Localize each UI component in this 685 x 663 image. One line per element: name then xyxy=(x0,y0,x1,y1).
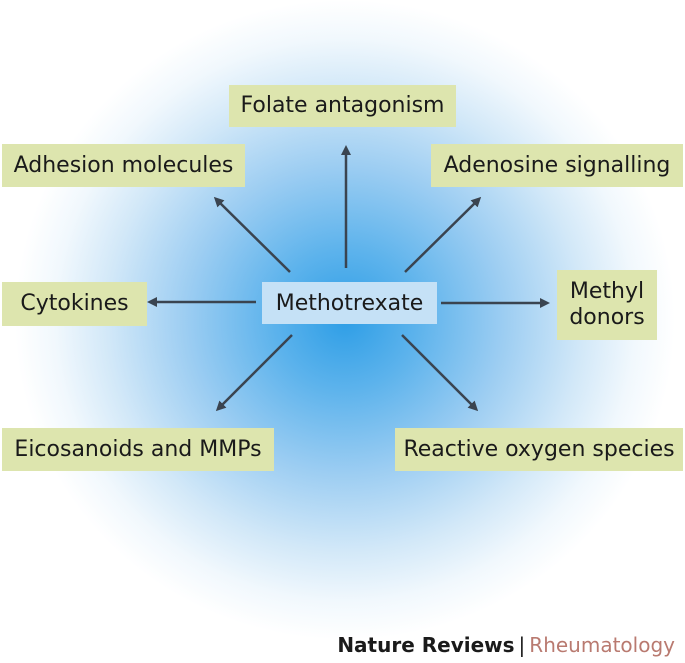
adenosine-signalling-label: Adenosine signalling xyxy=(443,152,671,178)
adhesion-molecules-label: Adhesion molecules xyxy=(13,152,234,178)
methotrexate-label: Methotrexate xyxy=(275,290,424,316)
journal-name: Rheumatology xyxy=(529,633,675,657)
arrow-to-adhesion xyxy=(213,196,291,273)
cytokines-box: Cytokines xyxy=(2,282,147,326)
arrow-to-adenosine xyxy=(404,196,482,273)
methyl-donors-box: Methyl donors xyxy=(557,270,657,340)
folate-antagonism-label: Folate antagonism xyxy=(240,93,445,118)
publisher-name: Nature Reviews xyxy=(337,633,515,657)
arrow-to-eicosanoids xyxy=(215,334,293,412)
cytokines-label: Cytokines xyxy=(20,291,129,316)
adhesion-molecules-box: Adhesion molecules xyxy=(2,144,245,187)
credit-separator: | xyxy=(518,633,526,657)
eicosanoids-label: Eicosanoids and MMPs xyxy=(14,436,262,462)
methotrexate-box: Methotrexate xyxy=(262,282,437,324)
methyl-donors-line2: donors xyxy=(569,305,645,330)
reactive-oxygen-species-label: Reactive oxygen species xyxy=(403,436,675,462)
adenosine-signalling-box: Adenosine signalling xyxy=(431,144,683,187)
folate-antagonism-box: Folate antagonism xyxy=(229,85,456,127)
methyl-donors-line1: Methyl xyxy=(569,279,645,304)
journal-credit: Nature Reviews|Rheumatology xyxy=(337,633,675,657)
reactive-oxygen-species-box: Reactive oxygen species xyxy=(395,428,683,471)
arrow-to-ros xyxy=(401,334,479,412)
eicosanoids-box: Eicosanoids and MMPs xyxy=(2,428,274,471)
